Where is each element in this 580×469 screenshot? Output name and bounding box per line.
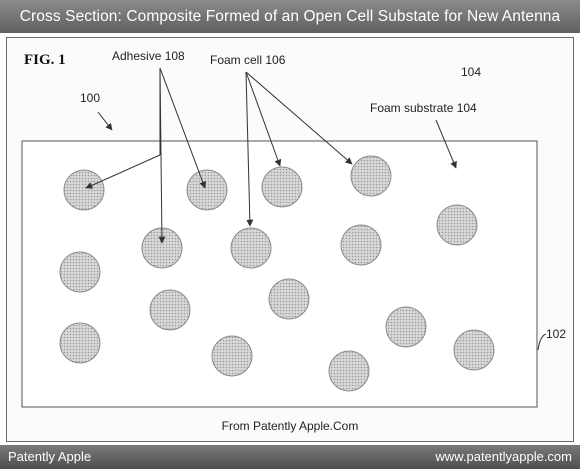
foam-cell [230, 227, 272, 269]
foam-cells [59, 155, 495, 392]
fig-label: FIG. 1 [24, 52, 66, 68]
leader-lines [85, 67, 547, 351]
label-adhesive: Adhesive 108 [112, 49, 185, 63]
foam-cell [63, 169, 105, 211]
leader-100 [97, 111, 113, 131]
foam-cell [186, 169, 228, 211]
foam-cell [340, 224, 382, 266]
leader-adhesive-c [159, 67, 207, 189]
label-ref-102: 102 [546, 327, 566, 341]
foam-cell [211, 335, 253, 377]
label-foam-cell: Foam cell 106 [210, 53, 286, 67]
foam-cell [149, 289, 191, 331]
label-ref-104-top: 104 [461, 65, 481, 79]
footer-url: www.patentlyapple.com [435, 449, 572, 464]
leader-foam-b [245, 71, 282, 167]
leader-102 [537, 333, 547, 351]
foam-cell [453, 329, 495, 371]
footer-brand: Patently Apple [8, 449, 92, 464]
leader-foam-a [245, 71, 254, 227]
label-ref-100: 100 [80, 91, 100, 105]
foam-cell [350, 155, 392, 197]
foam-cell [268, 278, 310, 320]
footer-bar: Patently Apple www.patentlyapple.com [0, 445, 580, 469]
leader-adhesive-b [158, 67, 166, 244]
label-foam-substrate: Foam substrate 104 [370, 101, 477, 115]
foam-cell [328, 350, 370, 392]
foam-cell [59, 251, 101, 293]
foam-cell [261, 166, 303, 208]
leader-foam-c [245, 71, 353, 165]
foam-cell [436, 204, 478, 246]
source-note: From Patently Apple.Com [222, 419, 359, 433]
leader-substrate [435, 119, 457, 169]
leader-adhesive-a [85, 154, 161, 189]
foam-cell [59, 322, 101, 364]
foam-cell [385, 306, 427, 348]
